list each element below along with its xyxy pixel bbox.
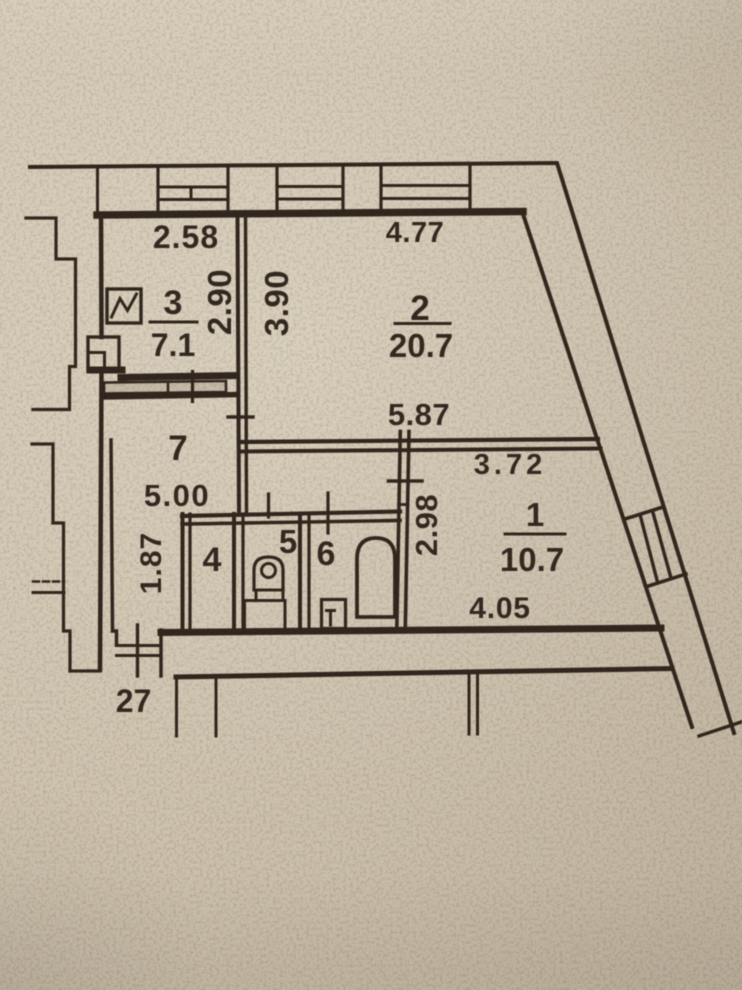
svg-text:2.58: 2.58 xyxy=(153,219,219,255)
svg-text:10.7: 10.7 xyxy=(500,541,564,578)
svg-text:4: 4 xyxy=(203,541,222,579)
svg-text:7: 7 xyxy=(168,429,187,468)
svg-text:5.87: 5.87 xyxy=(388,397,450,432)
svg-text:2.90: 2.90 xyxy=(201,269,238,335)
svg-text:5: 5 xyxy=(279,523,297,560)
svg-text:1.87: 1.87 xyxy=(135,532,168,594)
svg-text:2: 2 xyxy=(410,289,429,328)
svg-text:4.05: 4.05 xyxy=(469,592,531,625)
svg-text:3.90: 3.90 xyxy=(258,270,295,336)
svg-text:27: 27 xyxy=(116,683,152,719)
svg-text:3.72: 3.72 xyxy=(474,449,546,481)
svg-text:2.98: 2.98 xyxy=(409,494,444,556)
svg-text:20.7: 20.7 xyxy=(389,327,453,364)
svg-text:3: 3 xyxy=(164,284,183,322)
svg-text:4.77: 4.77 xyxy=(386,217,444,249)
svg-text:7.1: 7.1 xyxy=(151,327,195,363)
svg-text:1: 1 xyxy=(526,496,544,533)
svg-text:6: 6 xyxy=(317,535,336,573)
svg-text:5.00: 5.00 xyxy=(144,478,210,513)
